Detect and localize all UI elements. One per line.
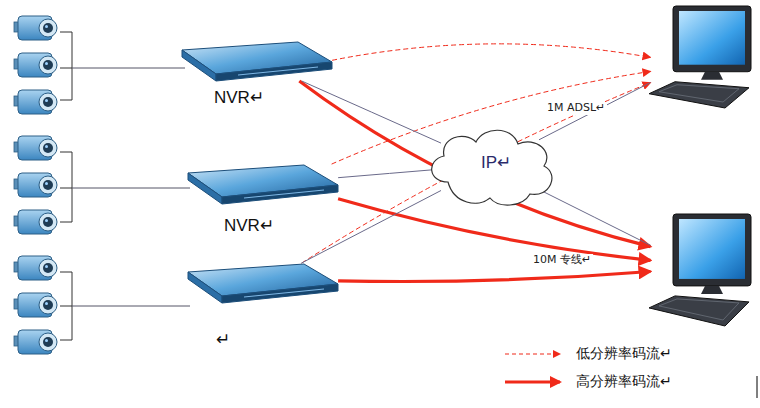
- link-label: 10M 专线↵: [531, 254, 593, 267]
- network-link: [301, 191, 441, 264]
- network-link: [302, 81, 441, 143]
- legend-solid-sample: [505, 381, 560, 384]
- camera-icon: [14, 330, 57, 354]
- device-label: ↵: [214, 330, 232, 350]
- legend-dashed-sample: [505, 353, 560, 354]
- network-link: [539, 83, 651, 140]
- monitor-node: 1M ADSL↵: [645, 4, 757, 112]
- camera-bracket: [60, 32, 72, 340]
- network-link: [539, 190, 651, 246]
- network-label: IP↵: [479, 153, 513, 173]
- cloud-node: IP↵: [420, 120, 560, 210]
- camera-icon: [14, 136, 57, 160]
- nvr-node: NVR↵: [184, 163, 344, 245]
- low-res-stream: [302, 83, 651, 264]
- legend-text: 低分辨率码流↵: [574, 345, 674, 361]
- high-res-stream: [338, 199, 650, 260]
- legend-entry: 低分辨率码流↵: [574, 345, 674, 361]
- camera-icon: [14, 210, 57, 234]
- high-res-stream: [299, 81, 650, 247]
- monitor-pc: [645, 4, 755, 110]
- text-cursor: [757, 376, 758, 398]
- camera-icon: [14, 173, 57, 197]
- monitor-pc: [645, 212, 755, 328]
- camera-feed-line: [72, 68, 190, 306]
- network-link: [338, 169, 441, 178]
- nvr-device: [184, 262, 342, 304]
- legend-text: 高分辨率码流↵: [574, 373, 674, 389]
- camera-icon: [14, 256, 57, 280]
- high-res-stream: [338, 272, 650, 282]
- camera-icon: [14, 90, 57, 114]
- camera-icon: [14, 53, 57, 77]
- device-label: NVR↵: [222, 216, 276, 236]
- low-res-stream: [332, 44, 650, 60]
- legend-entry: 高分辨率码流↵: [574, 373, 674, 389]
- nvr-node: ↵: [184, 262, 344, 354]
- link-label: 1M ADSL↵: [545, 102, 607, 115]
- monitor-node: 10M 专线↵: [645, 212, 757, 330]
- device-label: NVR↵: [212, 88, 266, 108]
- camera-group: [14, 16, 57, 354]
- camera-icon: [14, 293, 57, 317]
- nvr-device: [178, 40, 336, 82]
- camera-icon: [14, 16, 57, 40]
- nvr-device: [184, 163, 342, 205]
- nvr-node: NVR↵: [178, 40, 338, 118]
